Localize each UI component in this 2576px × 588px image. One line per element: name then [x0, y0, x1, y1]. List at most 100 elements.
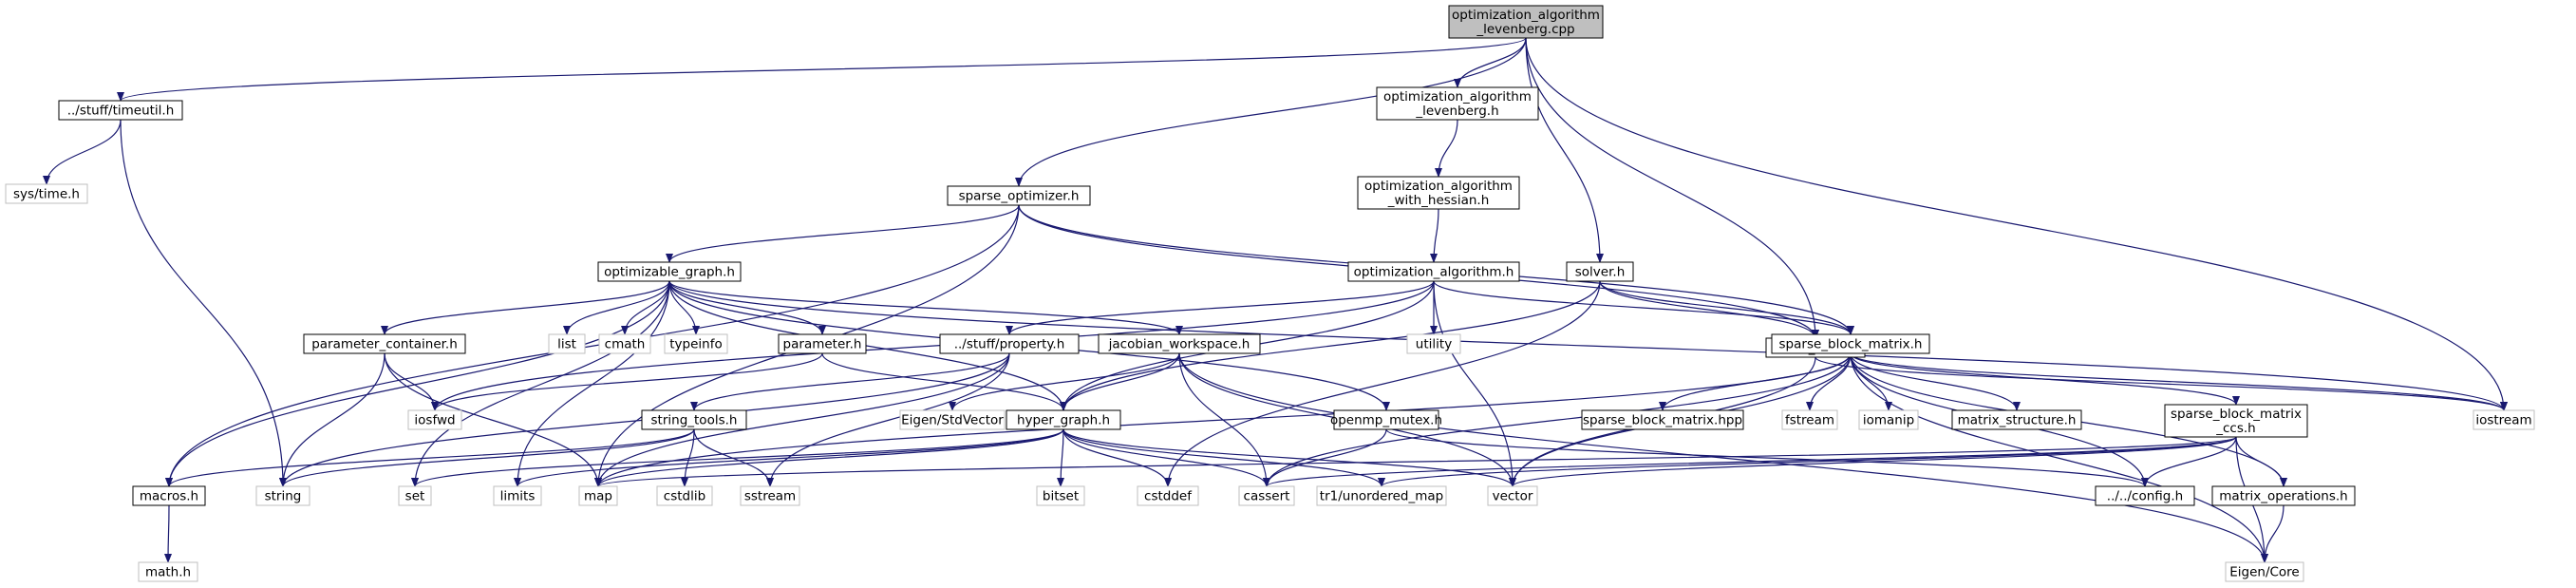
node-box-cmath [598, 333, 651, 354]
node-macros[interactable]: macros.h [132, 485, 206, 506]
node-bitset: bitset [1036, 485, 1085, 506]
node-property[interactable]: ../stuff/property.h [939, 333, 1080, 354]
node-string_tools[interactable]: string_tools.h [641, 409, 747, 430]
edge-parameter_container-to-string [279, 352, 385, 487]
edge-string_tools-to-cstdlib [681, 428, 695, 487]
node-label-sbm_ccs: sparse_block_matrix [2171, 407, 2302, 422]
edge-optimizable_graph-to-set [411, 280, 670, 487]
node-solver[interactable]: solver.h [1566, 261, 1634, 282]
node-optimizable_graph[interactable]: optimizable_graph.h [597, 261, 742, 282]
node-label-matrix_ops: matrix_operations.h [2219, 489, 2347, 504]
edge-sbm_h-to-cassert [1263, 352, 1852, 487]
node-box-vector [1487, 485, 1538, 506]
node-label-utility: utility [1416, 337, 1452, 352]
edge-root-to-batch_stats [1525, 37, 1819, 339]
node-label-limits: limits [500, 489, 536, 504]
node-box-sparse_optimizer [947, 185, 1091, 206]
edge-sbm_ccs-to-matrix_ops [2235, 436, 2287, 487]
node-label-parameter: parameter.h [783, 337, 862, 352]
node-label-bitset: bitset [1043, 489, 1079, 504]
node-box-math [138, 561, 198, 582]
node-cassert: cassert [1238, 485, 1295, 506]
node-box-matrix_ops [2211, 485, 2356, 506]
edge-optimizable_graph-to-jacobian [668, 280, 1183, 335]
edge-string_tools-to-macros [165, 428, 695, 487]
node-label-oal_h: optimization_algorithm [1383, 89, 1532, 104]
node-timeutil[interactable]: ../stuff/timeutil.h [58, 100, 183, 121]
node-box-map [578, 485, 618, 506]
node-label-root: optimization_algorithm [1452, 8, 1600, 23]
edge-oawh_h-to-oa_h [1430, 208, 1439, 263]
edge-optimizable_graph-to-iostream [668, 280, 2508, 411]
node-hyper_graph[interactable]: hyper_graph.h [1006, 409, 1121, 430]
node-matrix_structure[interactable]: matrix_structure.h [1951, 409, 2082, 430]
node-label-sparse_optimizer: sparse_optimizer.h [959, 189, 1080, 204]
node-layer: optimization_algorithm_levenberg.cpp ../s… [5, 5, 2535, 582]
node-sparse_optimizer[interactable]: sparse_optimizer.h [947, 185, 1091, 206]
node-label-iosfwd: iosfwd [414, 413, 455, 428]
node-box-bitset [1036, 485, 1085, 506]
node-iosfwd: iosfwd [407, 409, 462, 430]
edge-hyper_graph-to-limits [514, 428, 1064, 487]
node-parameter_container[interactable]: parameter_container.h [303, 333, 466, 354]
node-box-timeutil [58, 100, 183, 121]
node-label-oa_h: optimization_algorithm.h [1354, 265, 1514, 280]
edge-hyper_graph-to-vector [1062, 428, 1516, 487]
node-box-utility [1406, 333, 1461, 354]
node-label-hyper_graph: hyper_graph.h [1017, 413, 1110, 428]
node-tr1_unordered_map: tr1/unordered_map [1316, 485, 1447, 506]
node-box-oawh_h [1357, 176, 1520, 210]
node-string: string [255, 485, 310, 506]
node-box-string [255, 485, 310, 506]
node-box-eigen_stdvector [899, 409, 1006, 430]
node-openmp_mutex[interactable]: openmp_mutex.h [1330, 409, 1442, 430]
node-box-macros [132, 485, 206, 506]
node-box-root [1448, 5, 1604, 39]
node-jacobian[interactable]: jacobian_workspace.h [1098, 333, 1261, 354]
node-label-timeutil: ../stuff/timeutil.h [67, 104, 175, 119]
node-sbm_ccs[interactable]: sparse_block_matrix_ccs.h [2164, 404, 2308, 438]
node-iomanip: iomanip [1858, 409, 1919, 430]
node-box-parameter [778, 333, 867, 354]
edge-batch_stats-to-iostream [1814, 356, 2508, 411]
node-box-sys_time [5, 183, 88, 204]
node-label-matrix_structure: matrix_structure.h [1958, 413, 2077, 428]
edge-optimizable_graph-to-limits [514, 280, 670, 487]
node-label-cmath: cmath [605, 337, 646, 352]
node-sstream: sstream [740, 485, 800, 506]
node-box-config [2095, 485, 2195, 506]
edge-hyper_graph-to-map [594, 428, 1064, 487]
node-box-tr1_unordered_map [1316, 485, 1447, 506]
node-label-math: math.h [145, 565, 191, 580]
node-label-string_tools: string_tools.h [651, 413, 738, 428]
edge-sbm_ccs-to-vector [1509, 436, 2237, 487]
node-sbm_hpp[interactable]: sparse_block_matrix.hpp [1581, 409, 1744, 430]
node-sys_time: sys/time.h [5, 183, 88, 204]
edge-sbm_ccs-to-map [594, 436, 2237, 487]
node-label-solver: solver.h [1575, 265, 1626, 280]
node-label-oawh_h: _with_hessian.h [1387, 193, 1490, 208]
node-root[interactable]: optimization_algorithm_levenberg.cpp [1448, 5, 1604, 39]
edge-parameter-to-iosfwd [431, 352, 823, 411]
node-label-set: set [405, 489, 425, 504]
node-label-iostream: iostream [2475, 413, 2531, 428]
node-label-string: string [265, 489, 302, 504]
edge-root-to-timeutil [117, 37, 1527, 102]
node-oawh_h[interactable]: optimization_algorithm_with_hessian.h [1357, 176, 1520, 210]
node-sbm_h[interactable]: sparse_block_matrix.h [1771, 333, 1930, 354]
node-label-cstddef: cstddef [1144, 489, 1193, 504]
node-label-config: ../../config.h [2107, 489, 2183, 504]
node-label-openmp_mutex: openmp_mutex.h [1330, 413, 1442, 428]
node-oa_h[interactable]: optimization_algorithm.h [1347, 261, 1520, 282]
node-matrix_ops[interactable]: matrix_operations.h [2211, 485, 2356, 506]
node-typeinfo: typeinfo [664, 333, 728, 354]
node-utility: utility [1406, 333, 1461, 354]
node-parameter[interactable]: parameter.h [778, 333, 867, 354]
node-math: math.h [138, 561, 198, 582]
node-fstream: fstream [1781, 409, 1838, 430]
node-oal_h[interactable]: optimization_algorithm_levenberg.h [1376, 86, 1539, 121]
edge-root-to-sparse_optimizer [1015, 37, 1527, 187]
node-limits: limits [493, 485, 542, 506]
node-config[interactable]: ../../config.h [2095, 485, 2195, 506]
node-label-iomanip: iomanip [1863, 413, 1914, 428]
